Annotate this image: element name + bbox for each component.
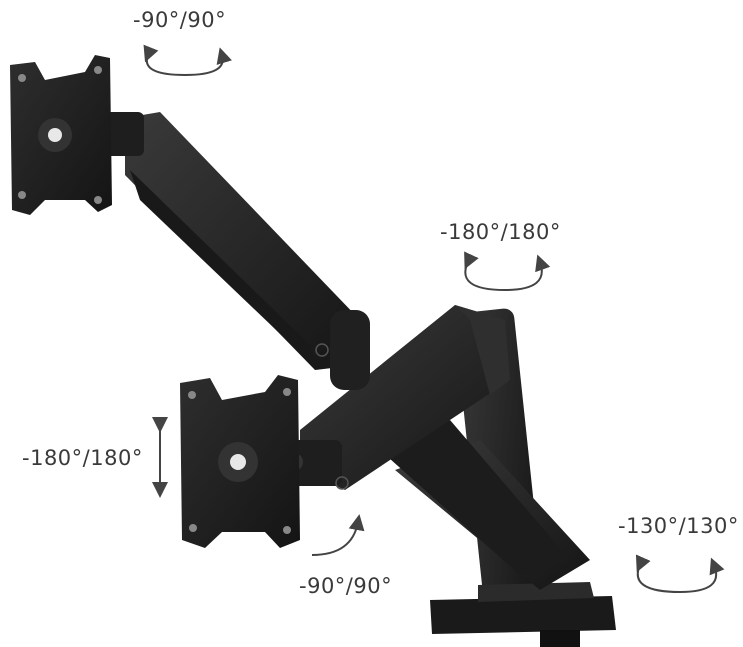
base-rotation-label: -130°/130° bbox=[618, 514, 739, 538]
lower-swivel-label: -90°/90° bbox=[299, 574, 393, 598]
top-swivel-arrow bbox=[143, 44, 232, 77]
arm-joint-rotation-label: -180°/180° bbox=[440, 220, 561, 244]
upper-vesa-plate bbox=[10, 55, 112, 215]
lower-swivel-arrow bbox=[311, 514, 365, 556]
upper-right-arm bbox=[300, 305, 510, 490]
monitor-rotation-label: -180°/180° bbox=[22, 446, 143, 470]
lower-gas-spring-arm bbox=[380, 420, 590, 590]
top-gas-spring-arm bbox=[125, 112, 360, 370]
mount-base bbox=[430, 582, 616, 647]
arm-joint-arrow bbox=[464, 251, 551, 292]
elbow-joint bbox=[315, 310, 370, 390]
lower-vesa-plate bbox=[180, 375, 300, 548]
top-swivel-label: -90°/90° bbox=[133, 8, 227, 32]
base-rotation-arrow bbox=[635, 554, 725, 594]
rotation-arrows bbox=[143, 44, 725, 594]
